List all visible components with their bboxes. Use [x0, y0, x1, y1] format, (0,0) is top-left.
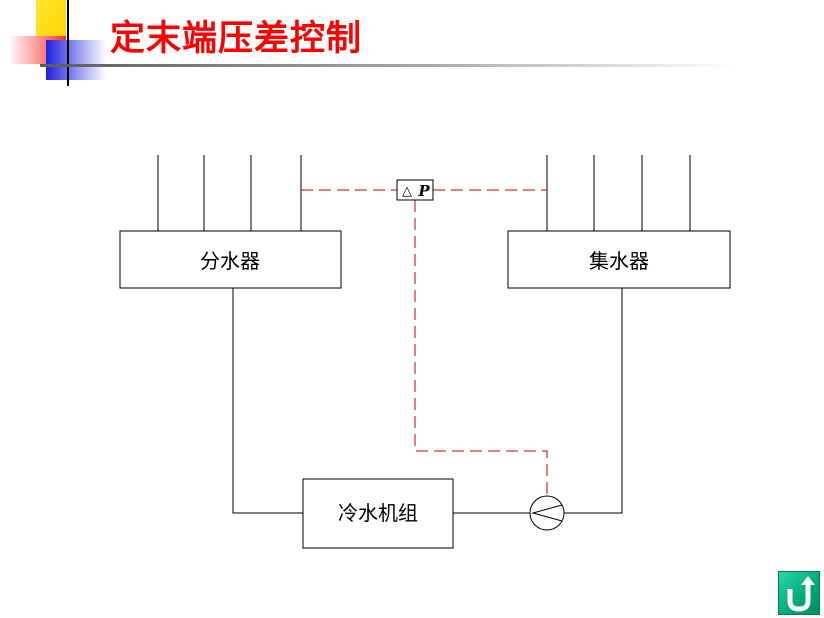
dp-control-signal-line: [414, 200, 548, 496]
page-title: 定末端压差控制: [110, 19, 363, 59]
supply-pipe: [232, 288, 303, 514]
corner-decoration: [8, 0, 106, 86]
pump-symbol: [529, 495, 565, 531]
chiller-box: 冷水机组: [302, 478, 454, 549]
blue-square: [46, 40, 106, 80]
dp-p-symbol: P: [417, 182, 430, 200]
differential-pressure-sensor: △ P: [396, 179, 434, 201]
pump-to-collector-pipe: [564, 288, 623, 514]
collector-label: 集水器: [589, 249, 649, 273]
chiller-label: 冷水机组: [338, 501, 418, 525]
yellow-square: [36, 0, 66, 40]
collector-box: 集水器: [507, 230, 731, 289]
back-button[interactable]: [778, 571, 820, 615]
dp-delta-symbol: △: [402, 184, 412, 199]
distributor-box: 分水器: [119, 230, 342, 289]
distributor-label: 分水器: [200, 249, 260, 273]
title-underline: [40, 64, 740, 67]
u-turn-arrow-icon: [787, 576, 815, 612]
